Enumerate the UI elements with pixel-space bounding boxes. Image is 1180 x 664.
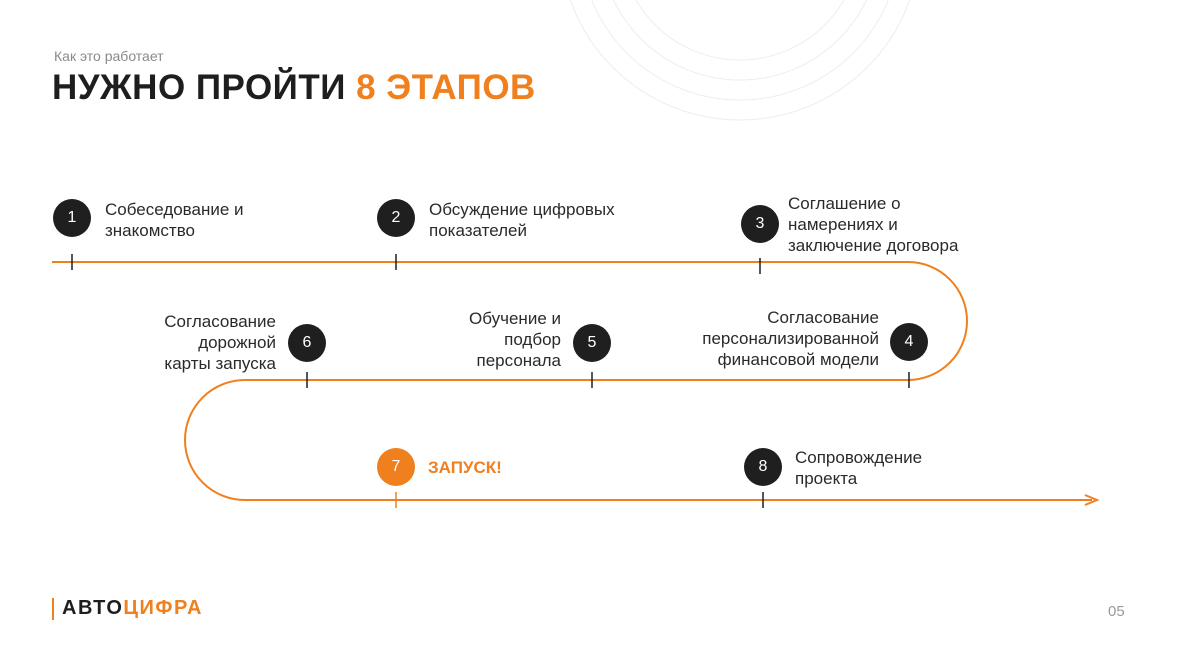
stage-7-label: ЗАПУСК!	[428, 458, 502, 477]
stage-2-number: 2	[377, 199, 415, 237]
stage-3-label: Соглашение о намерениях и заключение дог…	[788, 194, 959, 255]
logo-part-2: ЦИФРА	[123, 597, 203, 619]
stage-7-number: 7	[377, 448, 415, 486]
stage-6-number: 6	[288, 324, 326, 362]
stage-5-label: Обучение и подбор персонала	[469, 309, 561, 370]
stage-8-label: Сопровождение проекта	[795, 448, 923, 488]
title-accent: 8 ЭТАПОВ	[356, 68, 536, 107]
stage-3-number: 3	[741, 205, 779, 243]
logo-part-1: АВТО	[62, 597, 124, 619]
section-subtitle: Как это работает	[54, 48, 164, 64]
page-number: 05	[1108, 603, 1125, 620]
stage-1-number: 1	[53, 199, 91, 237]
page-title: НУЖНО ПРОЙТИ 8 ЭТАПОВ	[52, 68, 536, 108]
stage-1-label: Собеседование и знакомство	[105, 200, 244, 240]
brand-logo: АВТОЦИФРА	[52, 597, 203, 620]
title-main: НУЖНО ПРОЙТИ	[52, 68, 357, 107]
logo-bar	[52, 597, 54, 620]
stage-8-number: 8	[744, 448, 782, 486]
stage-4-label: Согласование персонализированной финансо…	[702, 308, 879, 369]
stage-4-number: 4	[890, 323, 928, 361]
stage-5-number: 5	[573, 324, 611, 362]
stage-6-label: Согласование дорожной карты запуска	[164, 312, 276, 373]
stage-2-label: Обсуждение цифровых показателей	[429, 200, 615, 240]
arrow-head-icon	[1084, 494, 1100, 506]
